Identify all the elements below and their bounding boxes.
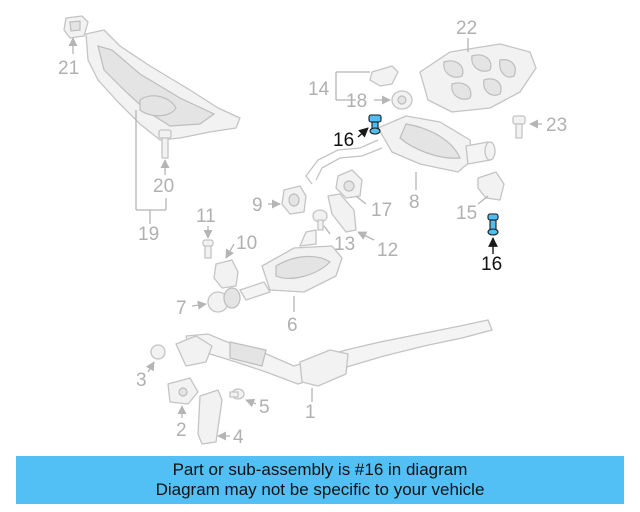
callout-16-lower: 16 xyxy=(481,254,502,275)
part-17-hanger xyxy=(335,169,367,205)
callout-16-upper: 16 xyxy=(333,130,354,151)
part-3-nut xyxy=(145,344,166,373)
part-22-rear-heat-shield xyxy=(419,38,537,113)
part-15-bracket xyxy=(477,171,505,205)
callout-4: 4 xyxy=(233,427,244,448)
part-11-bolt xyxy=(202,226,214,259)
part-13-bolt xyxy=(312,209,331,235)
callout-1: 1 xyxy=(305,402,316,423)
part-14-bracket xyxy=(335,65,399,101)
callout-6: 6 xyxy=(287,315,298,336)
part-6-center-muffler xyxy=(239,229,343,312)
part-19-heat-shield xyxy=(85,29,241,141)
callout-23: 23 xyxy=(546,115,567,136)
part-4-bracket xyxy=(197,389,230,445)
callout-12: 12 xyxy=(377,240,398,261)
callout-10: 10 xyxy=(236,233,257,254)
part-2-gasket xyxy=(167,377,199,418)
part-12-bracket xyxy=(327,193,375,241)
callout-18: 18 xyxy=(346,91,367,112)
part-20-bolt xyxy=(158,129,172,175)
callout-11: 11 xyxy=(196,206,216,227)
part-21-bracket xyxy=(63,15,89,54)
part-5-bolt xyxy=(229,388,257,408)
part-10-hanger xyxy=(213,243,239,289)
part-9-flange xyxy=(268,185,307,215)
part-info-banner: Part or sub-assembly is #16 in diagram D… xyxy=(16,456,624,504)
leader-19 xyxy=(135,110,167,224)
part-18-rubber-hanger xyxy=(374,90,413,110)
callout-21: 21 xyxy=(58,58,79,79)
callout-7: 7 xyxy=(176,298,187,319)
exhaust-system-diagram: 1 2 3 4 5 6 7 8 9 10 11 12 13 14 15 16 1… xyxy=(58,15,567,448)
callout-2: 2 xyxy=(176,420,187,441)
callout-22: 22 xyxy=(456,18,477,39)
callout-19: 19 xyxy=(138,224,159,245)
callout-5: 5 xyxy=(259,397,270,418)
callout-labels: 1 2 3 4 5 6 7 8 9 10 11 12 13 14 15 16 1… xyxy=(58,18,567,448)
part-8-rear-muffler xyxy=(305,115,496,190)
callout-8: 8 xyxy=(409,192,420,213)
part-23-bolt xyxy=(512,115,542,139)
callout-15: 15 xyxy=(456,203,477,224)
part-1-front-pipe xyxy=(175,319,493,402)
callout-20: 20 xyxy=(153,176,174,197)
banner-line-1: Part or sub-assembly is #16 in diagram xyxy=(172,460,468,479)
callout-3: 3 xyxy=(136,370,147,391)
callout-9: 9 xyxy=(252,195,263,216)
part-16-bolt-lower[interactable] xyxy=(487,213,499,254)
callout-17: 17 xyxy=(371,200,392,221)
callout-13: 13 xyxy=(334,234,355,255)
part-16-bolt-upper[interactable] xyxy=(357,114,382,138)
part-7-clamp xyxy=(191,287,241,313)
callout-14: 14 xyxy=(308,79,330,100)
banner-line-2: Diagram may not be specific to your vehi… xyxy=(155,480,485,499)
